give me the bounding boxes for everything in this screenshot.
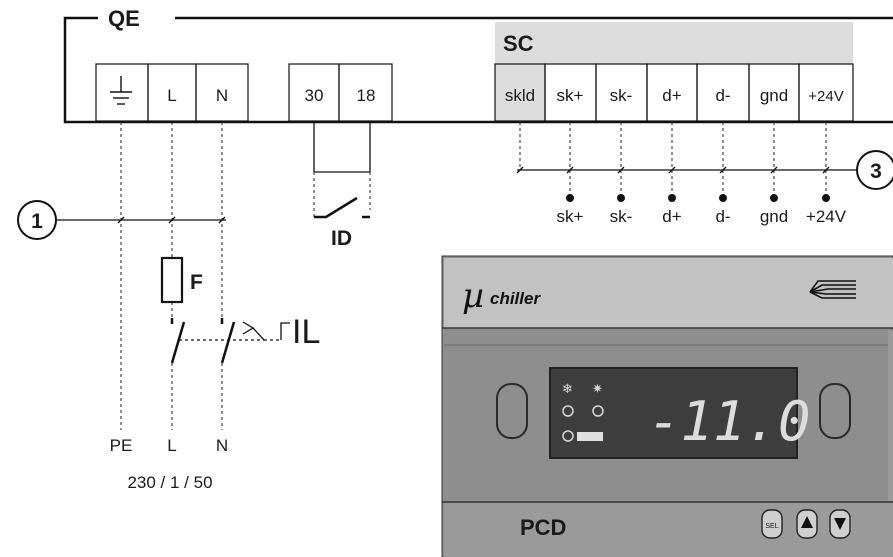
right-slot [819, 383, 851, 439]
logo-arrows-icon [809, 280, 856, 299]
supply-rating: 230 / 1 / 50 [127, 473, 212, 492]
defrost-icon: ✷ [592, 382, 603, 397]
fuse-label: F [190, 271, 203, 294]
left-slot [496, 383, 528, 439]
il-label: IL [292, 313, 320, 351]
terminal-sk-plus-label: sk+ [557, 86, 584, 105]
svg-text:1: 1 [31, 210, 43, 233]
set-button[interactable] [761, 509, 783, 539]
bus-label-d-plus: d+ [662, 207, 681, 226]
terminal-18[interactable] [338, 63, 393, 122]
bus-label-24v: +24V [806, 207, 847, 226]
terminal-n-label: N [216, 86, 228, 105]
status-bar [577, 432, 603, 441]
qe-module: QE [63, 6, 893, 124]
terminal-skld[interactable] [494, 63, 546, 122]
digital-input-id: ID [313, 122, 371, 250]
digital-terminal-block: 30 18 [288, 63, 393, 122]
supply-label-n: N [216, 436, 228, 455]
display-window [549, 367, 798, 459]
display-value: -11.0 [648, 390, 811, 453]
brand-name: chiller [490, 289, 541, 308]
terminal-l-label: L [167, 86, 176, 105]
down-arrow-icon [834, 518, 846, 530]
supply-label-pe: PE [110, 436, 133, 455]
fan-icon-2 [592, 405, 604, 417]
bus-label-sk-plus: sk+ [557, 207, 584, 226]
power-terminal-block: L N [95, 63, 249, 122]
terminal-30-label: 30 [305, 86, 324, 105]
actuator-arrow [242, 321, 255, 335]
terminal-n[interactable] [195, 63, 249, 122]
terminal-24v-label: +24V [808, 88, 843, 105]
terminal-sk-minus-label: sk- [610, 86, 633, 105]
set-button-label: SEL [765, 523, 778, 530]
id-label: ID [331, 227, 352, 250]
power-wiring: F IL [56, 122, 320, 430]
sc-header [495, 22, 853, 64]
terminal-d-minus-label: d- [715, 86, 730, 105]
sc-title: SC [503, 31, 534, 56]
controller-panel: µ chiller ❄ ✷ -11.0 PCD SEL [441, 255, 893, 557]
terminal-d-plus-label: d+ [662, 86, 681, 105]
ground-icon [110, 76, 132, 105]
terminal-gnd-label: gnd [760, 86, 788, 105]
callout-1: 1 [17, 200, 57, 240]
bus-label-gnd: gnd [760, 207, 788, 226]
brand-mu: µ [462, 276, 484, 316]
fan-icon-1 [562, 405, 574, 417]
terminal-skld-label: skld [505, 86, 535, 105]
bus-label-d-minus: d- [715, 207, 730, 226]
terminal-24v[interactable] [798, 63, 854, 122]
qe-title: QE [108, 6, 140, 31]
serial-bus: sk+ sk- d+ d- gnd +24V [516, 122, 856, 226]
clock-icon [562, 430, 574, 442]
pcd-label: PCD [520, 515, 566, 540]
bus-label-sk-minus: sk- [610, 207, 633, 226]
keypad-strip [444, 502, 893, 557]
up-arrow-icon [801, 516, 813, 528]
callout-3: 3 [856, 150, 893, 190]
compressor-icon: ❄ [562, 382, 573, 397]
sc-terminal-block: skld sk+ sk- d+ d- gnd +24V [494, 63, 854, 122]
terminal-18-label: 18 [357, 86, 376, 105]
fuse-symbol [160, 256, 184, 304]
qe-frame [63, 16, 893, 124]
id-switch-contact [314, 196, 358, 219]
breaker-contact-l [170, 321, 186, 364]
svg-text:3: 3 [870, 160, 882, 183]
breaker-contact-n [220, 321, 236, 364]
supply-label-l: L [167, 436, 176, 455]
